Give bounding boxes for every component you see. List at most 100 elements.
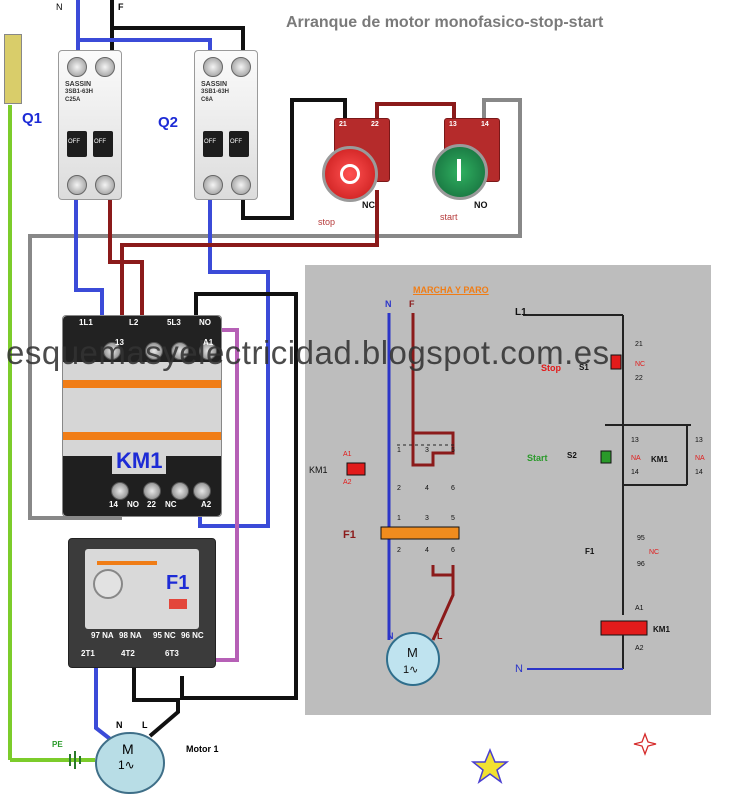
q1-neutral-to-contactor-wire	[74, 200, 104, 320]
q1-phase-to-contactor-wire	[108, 200, 144, 320]
breaker-q2-label: Q2	[158, 114, 179, 131]
motor-symbol: M	[122, 741, 134, 757]
power-contact-2: 2	[397, 485, 401, 492]
motor-phase-symbol: 1∿	[118, 758, 135, 772]
relay-terminal-98: 98 NA	[119, 631, 142, 640]
schematic-panel: MARCHA Y PARO N F KM1 A1 A2 1 3 5 2 4 6 …	[305, 265, 711, 715]
control-stop-22: 22	[635, 375, 643, 382]
q2-neutral-to-coil-wire	[198, 200, 270, 528]
motor-neutral-label: N	[116, 720, 123, 730]
contactor-terminal-14: 14	[109, 500, 118, 509]
contactor-terminal-a2: A2	[201, 500, 212, 509]
stop-terminal-21: 21	[339, 121, 347, 128]
motor-caption: Motor 1	[186, 744, 219, 754]
contactor-terminal-1l1: 1L1	[79, 318, 93, 327]
power-contact-3: 3	[425, 447, 429, 454]
contactor-terminal-no-bottom: NO	[127, 500, 139, 509]
q2-phase-to-stop-wire	[241, 98, 347, 220]
din-terminal-block	[4, 34, 22, 104]
start-terminal-14: 14	[481, 121, 489, 128]
holding-contact-wire	[120, 190, 379, 340]
q1-q2-neutral-jumper	[78, 38, 212, 52]
power-relay-6: 6	[451, 547, 455, 554]
contactor-terminal-nc: NC	[165, 500, 177, 509]
start-button[interactable]	[432, 144, 488, 200]
power-contact-5: 5	[451, 447, 455, 454]
control-stop-label: Stop	[541, 363, 561, 373]
motor-neutral-lead	[94, 662, 116, 744]
relay-terminal-95: 95 NC	[153, 631, 176, 640]
earth-symbol	[69, 751, 81, 769]
stop-contact-label: NC	[362, 200, 375, 210]
relay-output-4t2: 4T2	[121, 649, 135, 658]
power-relay-4: 4	[425, 547, 429, 554]
control-stop-nc: NC	[635, 361, 646, 368]
start-caption: start	[440, 212, 458, 222]
control-start-tag: S2	[567, 451, 577, 460]
breaker-q1-rating: C25A	[65, 97, 81, 103]
power-relay-1: 1	[397, 515, 401, 522]
watermark: esquemasyelectricidad.blogspot.com.es	[6, 334, 610, 371]
power-relay-label: F1	[343, 529, 356, 541]
overload-relay-f1: 97 NA 98 NA 95 NC 96 NC 2T1 4T2 6T3	[68, 538, 216, 668]
power-contact-4: 4	[425, 485, 429, 492]
power-contact-6: 6	[451, 485, 455, 492]
stop-caption: stop	[318, 217, 336, 227]
breaker-q1-lever-1[interactable]: OFF	[67, 131, 87, 157]
relay-terminal-97: 97 NA	[91, 631, 114, 640]
motor-line-lead	[132, 666, 180, 738]
breaker-q1: SASSIN 3SB1-63H C25A OFF OFF	[58, 50, 122, 200]
contactor-terminal-22: 22	[147, 500, 156, 509]
breaker-q2-lever-1[interactable]: OFF	[203, 131, 223, 157]
control-start-13: 13	[631, 437, 639, 444]
contactor-terminal-l2: L2	[129, 318, 139, 327]
breaker-q2-model: 3SB1-63H	[201, 89, 230, 95]
control-hold-13: 13	[695, 437, 703, 444]
start-return-wire	[28, 98, 522, 520]
contactor-terminal-13: 13	[115, 338, 124, 347]
stop-to-start-wire	[375, 102, 456, 118]
power-motor-line: L	[437, 631, 443, 641]
power-neutral-label: N	[385, 299, 392, 309]
neutral-supply-label: N	[56, 2, 63, 12]
phase-supply-label: F	[118, 2, 124, 12]
relay-output-6t3: 6T3	[165, 649, 179, 658]
power-relay-3: 3	[425, 515, 429, 522]
contactor-terminal-a1: A1	[203, 338, 214, 347]
power-coil-a2: A2	[343, 479, 352, 486]
breaker-q1-model: 3SB1-63H	[65, 89, 94, 95]
motor-line-label: L	[142, 720, 148, 730]
power-contactor-label: KM1	[309, 465, 328, 475]
power-relay-2: 2	[397, 547, 401, 554]
control-stop-21: 21	[635, 341, 643, 348]
control-relay-tag: F1	[585, 547, 595, 556]
relay-reset-button[interactable]	[169, 599, 187, 609]
q1-q2-phase-jumper	[112, 26, 245, 52]
power-relay-5: 5	[451, 515, 455, 522]
schematic-lines	[346, 313, 691, 686]
power-contact-1: 1	[397, 447, 401, 454]
control-stop-tag: S1	[579, 363, 589, 372]
control-start-label: Start	[527, 453, 548, 463]
stop-button[interactable]	[322, 146, 378, 202]
control-relay-nc: NC	[649, 549, 660, 556]
power-phase-label: F	[409, 299, 415, 309]
power-motor-neutral: N	[387, 631, 394, 641]
control-neutral-label: N	[515, 663, 523, 675]
breaker-q1-brand: SASSIN	[65, 81, 92, 88]
breaker-q1-lever-2[interactable]: OFF	[93, 131, 113, 157]
breaker-q2-rating: C6A	[201, 97, 214, 103]
breaker-q1-label: Q1	[22, 110, 43, 127]
start-contact-label: NO	[474, 200, 488, 210]
breaker-q2-brand: SASSIN	[201, 81, 228, 88]
control-coil-tag: KM1	[653, 625, 670, 634]
contactor-label: KM1	[112, 448, 167, 474]
control-hold-tag: KM1	[651, 455, 668, 464]
power-motor-phase: 1∿	[403, 664, 419, 676]
star-decoration	[470, 748, 510, 784]
breaker-q2-lever-2[interactable]: OFF	[229, 131, 249, 157]
control-coil-a1: A1	[635, 605, 644, 612]
schematic-heading: MARCHA Y PARO	[413, 285, 489, 295]
relay-terminal-96: 96 NC	[181, 631, 204, 640]
relay-dial-icon[interactable]	[93, 569, 123, 599]
